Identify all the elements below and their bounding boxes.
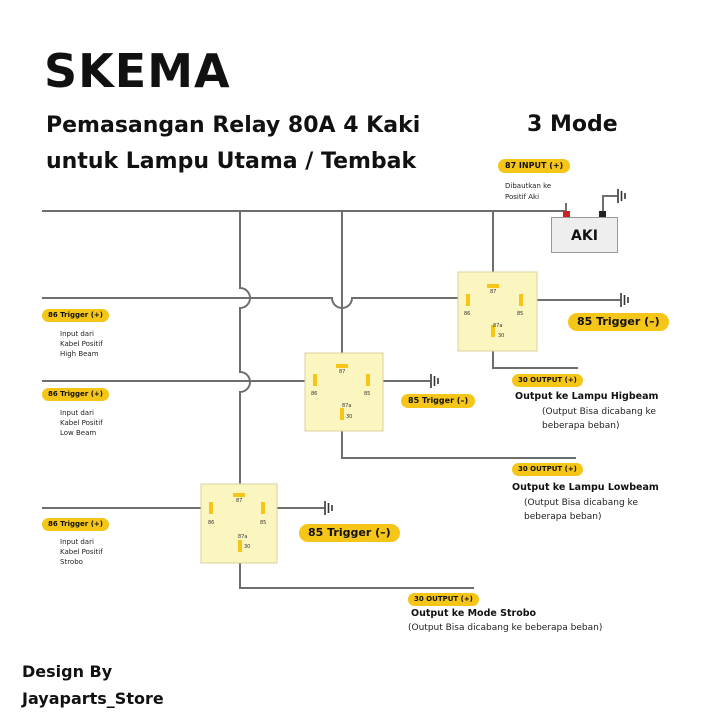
mode-label: 3 Mode [527, 112, 618, 137]
page-subtitle-line2: untuk Lampu Utama / Tembak [46, 149, 417, 174]
input-note-highbeam-1: Input dari [60, 330, 94, 338]
ground-tag-lowbeam: 85 Trigger (–) [401, 394, 476, 408]
relay-strobo: 87 86 85 87a 30 [200, 483, 278, 564]
page-title: SKEMA [44, 44, 231, 98]
pin-label: 87a [238, 534, 247, 540]
battery-note-line2: Positif Aki [505, 193, 540, 201]
battery-input-tag: 87 INPUT (+) [498, 159, 571, 173]
pin-label: 87 [490, 289, 496, 295]
battery-plus-terminal [563, 211, 570, 217]
input-note-strobo-2: Kabel Positif [60, 548, 103, 556]
output-sub-lowbeam-1: (Output Bisa dicabang ke [524, 498, 638, 508]
credit-line1: Design By [22, 662, 113, 681]
input-tag-lowbeam: 86 Trigger (+) [42, 388, 109, 401]
output-sub-lowbeam-2: beberapa beban) [524, 512, 602, 522]
pin-label: 87a [342, 403, 351, 409]
pin-label: 85 [260, 520, 266, 526]
input-note-highbeam-3: High Beam [60, 350, 99, 358]
main-87-bus [42, 203, 567, 212]
ground-symbol-battery [617, 189, 626, 203]
input-wire-highbeam [42, 297, 458, 309]
ground-symbol-lowbeam [430, 374, 439, 388]
pin-label: 87 [236, 498, 242, 504]
pin-label: 86 [311, 391, 317, 397]
output-title-highbeam: Output ke Lampu Higbeam [515, 391, 659, 402]
input-note-highbeam-2: Kabel Positif [60, 340, 103, 348]
battery-note-line1: Dibautkan ke [505, 182, 552, 190]
battery-box: AKI [551, 217, 618, 253]
output-tag-strobo: 30 OUTPUT (+) [408, 593, 479, 606]
credit-line2: Jayaparts_Store [22, 689, 164, 708]
page-subtitle-line1: Pemasangan Relay 80A 4 Kaki [46, 113, 421, 138]
ground-symbol-strobo [324, 501, 333, 515]
output-tag-lowbeam: 30 OUTPUT (+) [512, 463, 583, 476]
input-note-strobo-1: Input dari [60, 538, 94, 546]
pin-label: 86 [208, 520, 214, 526]
relay-highbeam: 87 86 85 87a 30 [457, 271, 538, 352]
output-tag-highbeam: 30 OUTPUT (+) [512, 374, 583, 387]
pin-label: 30 [346, 414, 352, 420]
input-tag-highbeam: 86 Trigger (+) [42, 309, 109, 322]
pin-label: 30 [244, 544, 250, 550]
battery-minus-terminal [599, 211, 606, 217]
bus-branch-strobo [239, 211, 251, 486]
input-tag-strobo: 86 Trigger (+) [42, 518, 109, 531]
output-wire-strobo [239, 553, 474, 589]
output-sub-highbeam-1: (Output Bisa dicabang ke [542, 407, 656, 417]
pin-label: 85 [517, 311, 523, 317]
input-note-lowbeam-3: Low Beam [60, 429, 97, 437]
ground-symbol-highbeam [620, 293, 629, 307]
pin-label: 87 [339, 369, 345, 375]
ground-tag-highbeam: 85 Trigger (–) [568, 313, 669, 331]
pin-label: 85 [364, 391, 370, 397]
pin-label: 87a [493, 323, 502, 329]
pin-label: 86 [464, 311, 470, 317]
output-sub-strobo: (Output Bisa dicabang ke beberapa beban) [408, 623, 603, 633]
ground-tag-strobo: 85 Trigger (–) [299, 524, 400, 542]
pin-label: 30 [498, 333, 504, 339]
output-sub-highbeam-2: beberapa beban) [542, 421, 620, 431]
output-wire-lowbeam [341, 420, 576, 459]
output-title-lowbeam: Output ke Lampu Lowbeam [512, 482, 659, 493]
relay-lowbeam: 87 86 85 87a 30 [304, 352, 384, 432]
output-title-strobo: Output ke Mode Strobo [411, 608, 537, 619]
input-note-strobo-3: Strobo [60, 558, 83, 566]
ground-wire-battery [602, 195, 617, 215]
input-note-lowbeam-1: Input dari [60, 409, 94, 417]
input-note-lowbeam-2: Kabel Positif [60, 419, 103, 427]
